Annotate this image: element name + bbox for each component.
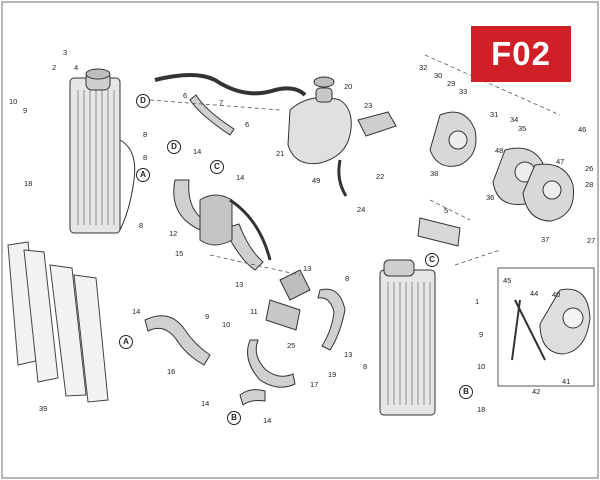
callout-9b: 9 [205, 312, 210, 321]
callout-32: 32 [419, 63, 428, 72]
callout-14b: 14 [236, 173, 245, 182]
callout-18a: 18 [24, 179, 33, 188]
marker-B-1: B [227, 411, 241, 425]
callout-8b: 8 [143, 153, 148, 162]
callout-45: 45 [503, 276, 512, 285]
callout-27: 27 [587, 236, 596, 245]
hoses-upper-left [154, 73, 307, 271]
callout-10c: 10 [477, 362, 486, 371]
callout-23: 23 [364, 101, 373, 110]
callout-8c: 8 [139, 221, 144, 230]
callout-41: 41 [562, 377, 571, 386]
marker-D-1: D [136, 94, 150, 108]
callout-11: 11 [250, 307, 258, 316]
callout-17: 17 [310, 380, 319, 389]
callout-14d: 14 [201, 399, 210, 408]
marker-C-1: C [210, 160, 224, 174]
callout-37: 37 [541, 235, 550, 244]
marker-B-2: B [459, 385, 473, 399]
callout-46: 46 [578, 125, 587, 134]
callout-8a: 8 [143, 130, 148, 139]
callout-14e: 14 [263, 416, 272, 425]
callout-34: 34 [510, 115, 519, 124]
callout-9a: 9 [23, 106, 28, 115]
callout-21: 21 [276, 149, 285, 158]
radiator-shroud [7, 241, 109, 403]
callout-35: 35 [518, 124, 527, 133]
callout-25: 25 [287, 341, 296, 350]
callout-8e: 8 [363, 362, 368, 371]
callout-3: 3 [63, 48, 68, 57]
callout-42: 42 [532, 387, 541, 396]
callout-29: 29 [447, 79, 456, 88]
marker-A-2: A [119, 335, 133, 349]
callout-33: 33 [459, 87, 468, 96]
callout-14a: 14 [193, 147, 202, 156]
callout-44: 44 [530, 289, 539, 298]
marker-C-2: C [425, 253, 439, 267]
water-pump-group [429, 111, 575, 222]
callout-15: 15 [175, 249, 184, 258]
callout-14c: 14 [132, 307, 141, 316]
callout-6b: 6 [245, 120, 250, 129]
callout-31: 31 [490, 110, 499, 119]
marker-A-1: A [136, 168, 150, 182]
left-radiator [69, 68, 136, 234]
right-radiator [379, 259, 436, 416]
leader-lines [149, 54, 561, 276]
callout-9c: 9 [479, 330, 484, 339]
callout-30: 30 [434, 71, 443, 80]
hoses-lower-left [144, 269, 311, 406]
callout-20: 20 [344, 82, 353, 91]
callout-18b: 18 [477, 405, 486, 414]
callout-38: 38 [430, 169, 439, 178]
callout-48: 48 [495, 146, 504, 155]
callout-13c: 13 [344, 350, 353, 359]
callout-24: 24 [357, 205, 366, 214]
plate-23 [357, 111, 397, 137]
callout-47: 47 [556, 157, 565, 166]
callout-6a: 6 [183, 91, 188, 100]
sponge-5 [417, 217, 461, 247]
marker-D-2: D [167, 140, 181, 154]
callout-10a: 10 [9, 97, 18, 106]
callout-40: 40 [552, 290, 561, 299]
callout-13a: 13 [235, 280, 244, 289]
callout-26: 26 [585, 164, 594, 173]
callout-8d: 8 [345, 274, 350, 283]
callout-49: 49 [312, 176, 321, 185]
callout-4: 4 [74, 63, 79, 72]
callout-22: 22 [376, 172, 385, 181]
hose-19 [317, 288, 346, 351]
callout-13b: 13 [303, 264, 312, 273]
callout-7: 7 [219, 98, 224, 107]
pump-inset-box [497, 267, 595, 387]
callout-39: 39 [39, 404, 48, 413]
callout-2: 2 [52, 63, 57, 72]
callout-28: 28 [585, 180, 594, 189]
callout-5: 5 [444, 206, 449, 215]
callout-36: 36 [486, 193, 495, 202]
callout-12: 12 [169, 229, 178, 238]
callout-16: 16 [167, 367, 176, 376]
callout-1: 1 [475, 297, 480, 306]
expansion-tank [287, 76, 352, 197]
page-code-badge: F02 [471, 26, 571, 82]
callout-10b: 10 [222, 320, 231, 329]
callout-19: 19 [328, 370, 337, 379]
